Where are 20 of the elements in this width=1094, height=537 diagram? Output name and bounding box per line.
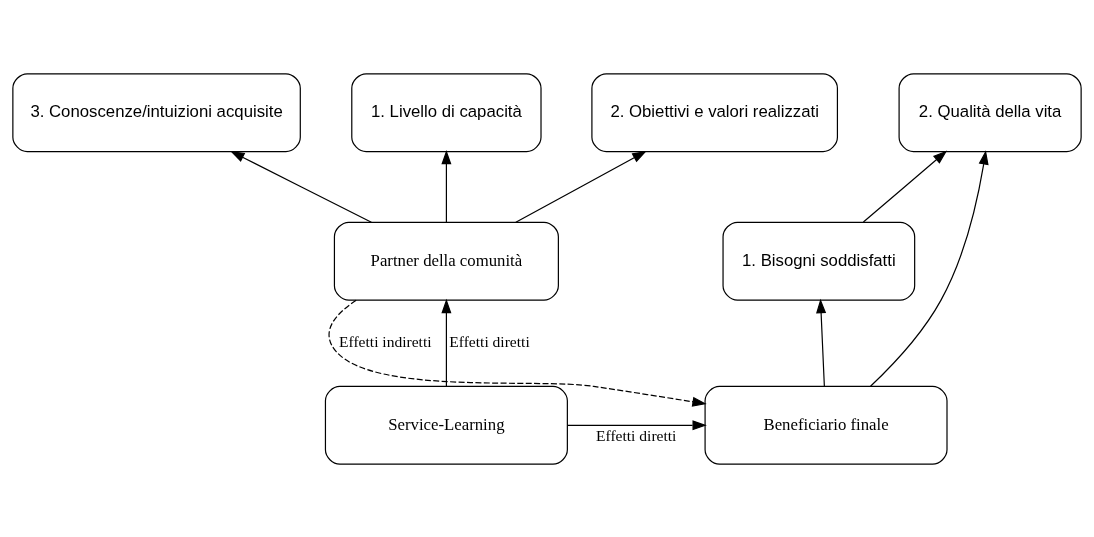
edge-label: Effetti diretti	[595, 426, 677, 444]
arrow	[869, 149, 989, 387]
node-box: Partner della comunità	[333, 221, 559, 301]
node-box: Service-Learning	[324, 385, 568, 465]
node-box: Beneficiario finale	[704, 385, 948, 465]
node-box: 1. Bisogni soddisfatti	[722, 221, 916, 301]
node-box: 2. Qualità della vita	[898, 72, 1082, 152]
arrow	[862, 150, 948, 223]
arrow	[515, 150, 647, 223]
arrow	[328, 299, 707, 407]
edge-label: Effetti indiretti	[339, 332, 432, 350]
arrow	[441, 298, 452, 387]
arrow	[566, 419, 707, 430]
arrow	[441, 149, 452, 223]
arrow	[230, 150, 372, 223]
node-box: 2. Obiettivi e valori realizzati	[591, 72, 838, 152]
node-box: 3. Conoscenze/intuizioni acquisite	[12, 72, 301, 152]
arrow	[816, 298, 827, 387]
edge-label: Effetti diretti	[449, 332, 530, 350]
node-box: 1. Livello di capacità	[351, 72, 542, 152]
